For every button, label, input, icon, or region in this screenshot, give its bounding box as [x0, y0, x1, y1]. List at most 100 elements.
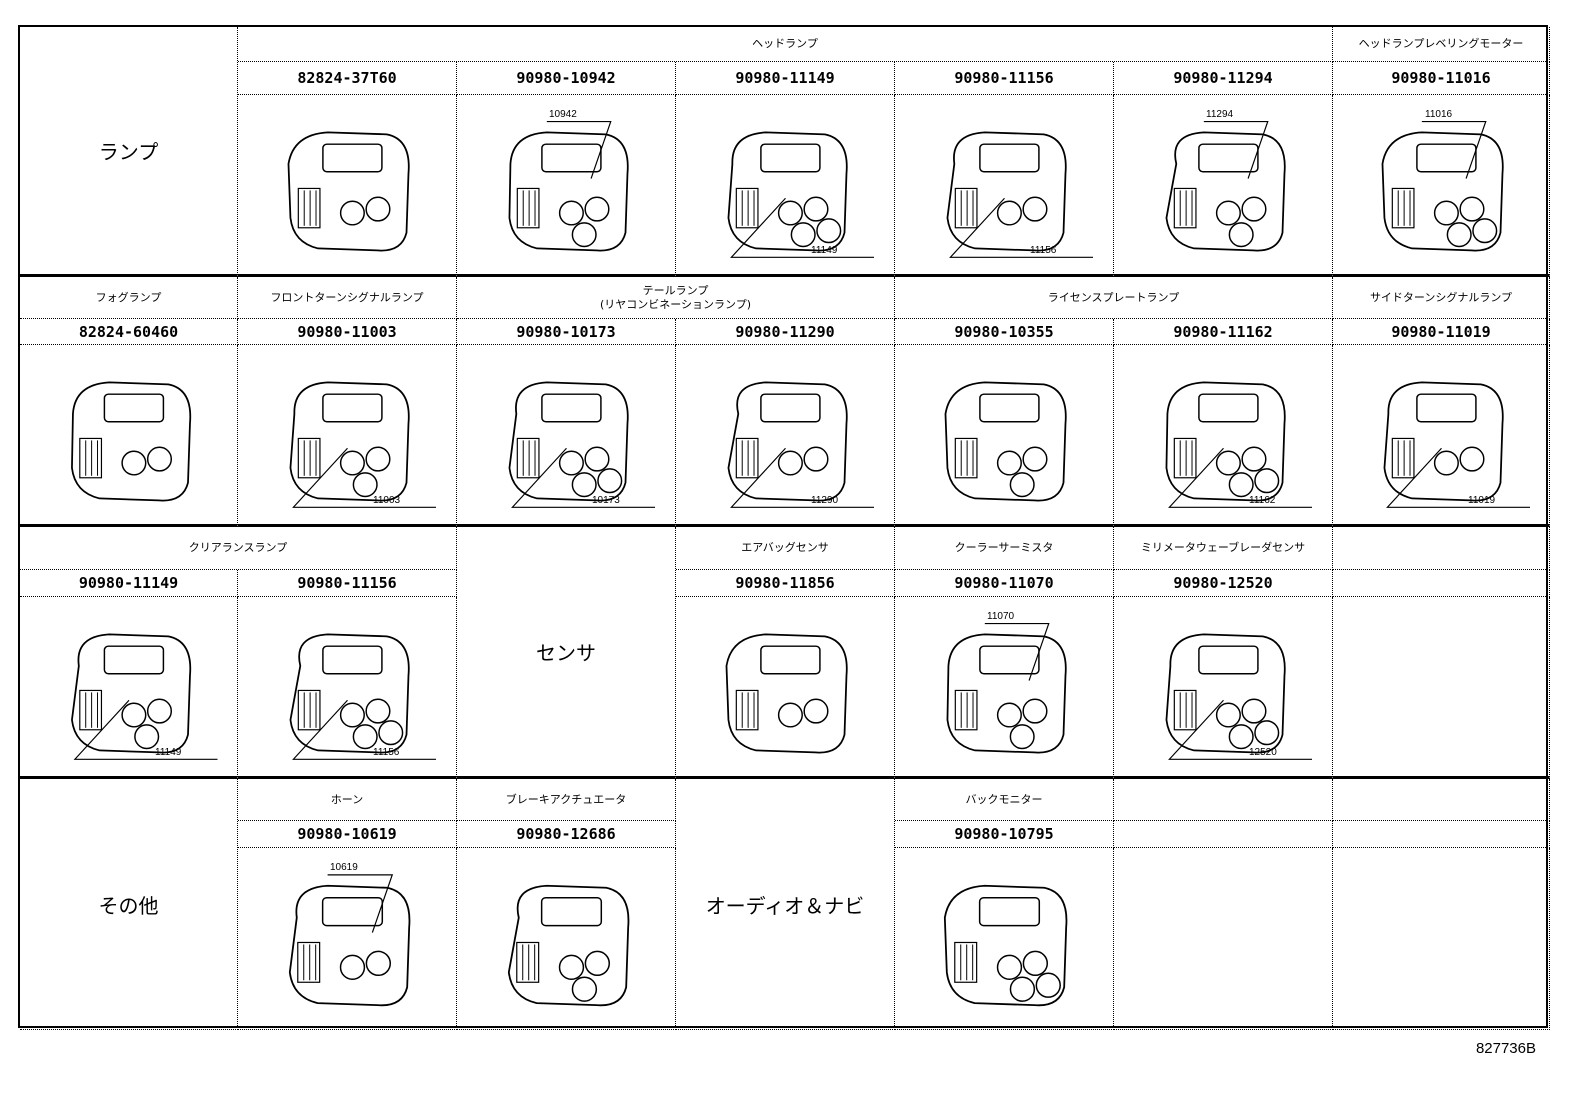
callout-label: 11016 — [1425, 109, 1453, 120]
connector-drawing — [943, 884, 1068, 1007]
component-header: ブレーキアクチュエータ — [457, 779, 676, 821]
part-number: 90980-10173 — [457, 319, 676, 345]
part-number: 90980-11016 — [1333, 62, 1550, 95]
connector-image: 11294 — [1114, 95, 1333, 277]
connector-image: 11019 — [1333, 345, 1550, 527]
header-subtitle: (リヤコンビネーションランプ) — [599, 297, 752, 311]
connector-image — [238, 95, 457, 277]
callout-label: 10173 — [592, 495, 620, 506]
empty-cell — [1114, 779, 1333, 821]
part-number: 90980-10619 — [238, 821, 457, 848]
connector-image: 12520 — [1114, 597, 1333, 779]
callout-label: 11003 — [373, 495, 401, 506]
callout-label: 11070 — [987, 611, 1015, 622]
part-number: 90980-10355 — [895, 319, 1114, 345]
connector-image: 11290 — [676, 345, 895, 527]
part-number: 82824-37T60 — [238, 62, 457, 95]
callout-label: 11019 — [1468, 495, 1496, 506]
callout-label: 11294 — [1206, 109, 1234, 120]
part-number: 90980-10942 — [457, 62, 676, 95]
connector-drawing — [289, 381, 410, 502]
component-header: バックモニター — [895, 779, 1114, 821]
header-title: テールランプ — [642, 283, 709, 297]
component-header: ホーン — [238, 779, 457, 821]
connector-drawing — [508, 381, 629, 502]
component-header: サイドターンシグナルランプ — [1333, 277, 1550, 319]
component-header: ヘッドランプ — [238, 27, 1333, 62]
callout-label: 11156 — [373, 747, 400, 758]
callout-label: 11149 — [811, 245, 838, 256]
connector-image: 11156 — [238, 597, 457, 779]
component-header: フロントターンシグナルランプ — [238, 277, 457, 319]
component-header: フォグランプ — [20, 277, 238, 319]
connector-drawing — [71, 381, 192, 502]
connector-drawing — [1165, 381, 1286, 502]
connector-drawing — [727, 381, 848, 502]
connector-image — [676, 597, 895, 779]
part-number: 90980-12686 — [457, 821, 676, 848]
category-label: その他 — [20, 779, 238, 1030]
category-label: ランプ — [20, 27, 238, 277]
connector-drawing — [1165, 633, 1286, 754]
callout-label: 10619 — [330, 862, 358, 873]
connector-image: 11156 — [895, 95, 1114, 277]
callout-label: 11156 — [1030, 245, 1057, 256]
part-number: 90980-11156 — [895, 62, 1114, 95]
callout-label: 11290 — [811, 495, 839, 506]
connector-image — [895, 848, 1114, 1030]
part-number: 90980-11149 — [676, 62, 895, 95]
part-number: 90980-11019 — [1333, 319, 1550, 345]
connector-drawing — [727, 131, 848, 252]
connector-drawing — [946, 131, 1067, 252]
part-number: 90980-10795 — [895, 821, 1114, 848]
empty-cell — [1114, 848, 1333, 1030]
connector-drawing — [725, 633, 848, 754]
part-number: 90980-11290 — [676, 319, 895, 345]
connector-drawing — [289, 633, 410, 754]
connector-image — [895, 345, 1114, 527]
connector-drawing — [944, 381, 1067, 502]
part-number: 90980-11162 — [1114, 319, 1333, 345]
connector-drawing — [287, 131, 410, 252]
callout-label: 12520 — [1249, 747, 1277, 758]
component-header: エアバッグセンサ — [676, 527, 895, 570]
connector-drawing — [1383, 381, 1504, 502]
connector-drawing — [71, 633, 192, 754]
connector-image: 11149 — [20, 597, 238, 779]
part-number: 90980-11149 — [20, 570, 238, 597]
part-number: 90980-11003 — [238, 319, 457, 345]
diagram-id: 827736B — [1475, 1040, 1536, 1057]
connector-image: 11003 — [238, 345, 457, 527]
part-number: 90980-11156 — [238, 570, 457, 597]
connector-image — [457, 848, 676, 1030]
connector-image: 11149 — [676, 95, 895, 277]
empty-cell — [1333, 597, 1550, 779]
connector-image: 10173 — [457, 345, 676, 527]
connector-image: 11162 — [1114, 345, 1333, 527]
callout-label: 10942 — [549, 109, 577, 120]
empty-cell — [1333, 848, 1550, 1030]
empty-cell — [1114, 821, 1333, 848]
empty-cell — [1333, 779, 1550, 821]
component-header: テールランプ(リヤコンビネーションランプ) — [457, 277, 895, 319]
empty-cell — [1333, 570, 1550, 597]
component-header: クリアランスランプ — [20, 527, 457, 570]
category-label: オーディオ＆ナビ — [676, 779, 895, 1030]
connector-drawing — [508, 131, 629, 252]
empty-cell — [1333, 821, 1550, 848]
connector-image: 11070 — [895, 597, 1114, 779]
component-header: クーラーサーミスタ — [895, 527, 1114, 570]
part-number: 82824-60460 — [20, 319, 238, 345]
connector-drawing — [1165, 131, 1286, 252]
category-label: センサ — [457, 527, 676, 779]
connector-drawing — [288, 884, 411, 1007]
connector-image: 10942 — [457, 95, 676, 277]
part-number: 90980-12520 — [1114, 570, 1333, 597]
component-header: ヘッドランプレベリングモーター — [1333, 27, 1550, 62]
connector-drawing — [946, 633, 1067, 754]
connector-image: 11016 — [1333, 95, 1550, 277]
connector-image — [20, 345, 238, 527]
part-number: 90980-11856 — [676, 570, 895, 597]
connector-drawing — [1381, 131, 1504, 252]
